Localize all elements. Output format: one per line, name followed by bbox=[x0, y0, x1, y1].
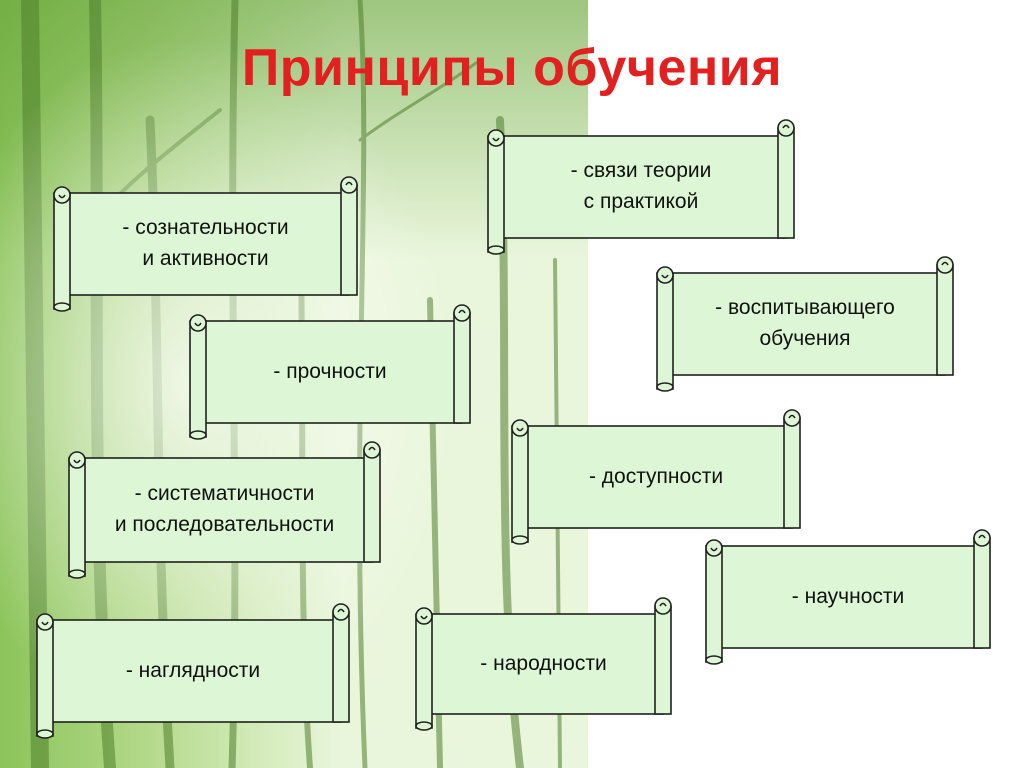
principle-line: - сознательности bbox=[122, 216, 289, 239]
principle-label: - доступности bbox=[532, 430, 780, 522]
principle-line: - связи теории bbox=[570, 159, 712, 182]
principle-line: обучения bbox=[759, 327, 851, 350]
principle-scroll: - доступности bbox=[510, 408, 802, 545]
principle-scroll: - наглядности bbox=[35, 602, 351, 739]
principle-line: и активности bbox=[142, 247, 269, 270]
principle-scroll: - сознательности и активности bbox=[52, 175, 359, 312]
scroll-banner-shape bbox=[656, 256, 954, 392]
scroll-banner-shape bbox=[415, 597, 672, 731]
principle-scroll: - воспитывающего обучения bbox=[655, 255, 955, 392]
scroll-banner-shape bbox=[68, 441, 381, 579]
principle-scroll: - систематичности и последовательности bbox=[67, 440, 382, 579]
scroll-banner-shape bbox=[511, 409, 801, 545]
principle-scroll: - связи теории с практикой bbox=[486, 118, 796, 255]
scroll-banner-shape bbox=[53, 176, 358, 312]
slide-title: Принципы обучения bbox=[241, 39, 783, 97]
principle-label: - народности bbox=[436, 618, 651, 708]
scroll-banner-shape bbox=[189, 304, 471, 440]
principle-label: - научности bbox=[726, 550, 970, 642]
principle-line: - народности bbox=[480, 651, 607, 675]
principle-scroll: - прочности bbox=[188, 303, 472, 440]
principle-line: - доступности bbox=[588, 464, 724, 488]
principle-line: - систематичности bbox=[134, 482, 315, 505]
principle-label: - воспитывающего обучения bbox=[677, 277, 933, 369]
principle-line: с практикой bbox=[583, 190, 699, 213]
principle-scroll: - научности bbox=[704, 528, 992, 665]
scroll-banner-shape bbox=[36, 603, 350, 739]
principle-label: - сознательности и активности bbox=[74, 197, 337, 289]
principle-scroll: - народности bbox=[414, 596, 673, 731]
principle-line: - наглядности bbox=[125, 658, 261, 682]
principle-line: - воспитывающего bbox=[715, 296, 895, 319]
principle-label: - прочности bbox=[210, 325, 450, 417]
principle-line: - научности bbox=[791, 584, 905, 608]
principle-line: - прочности bbox=[273, 359, 387, 383]
principle-label: - связи теории с практикой bbox=[508, 140, 774, 232]
principle-label: - систематичности и последовательности bbox=[89, 462, 360, 556]
principle-label: - наглядности bbox=[57, 624, 329, 716]
scroll-banner-shape bbox=[705, 529, 991, 665]
scroll-banner-shape bbox=[487, 119, 795, 255]
principle-line: и последовательности bbox=[114, 513, 335, 536]
